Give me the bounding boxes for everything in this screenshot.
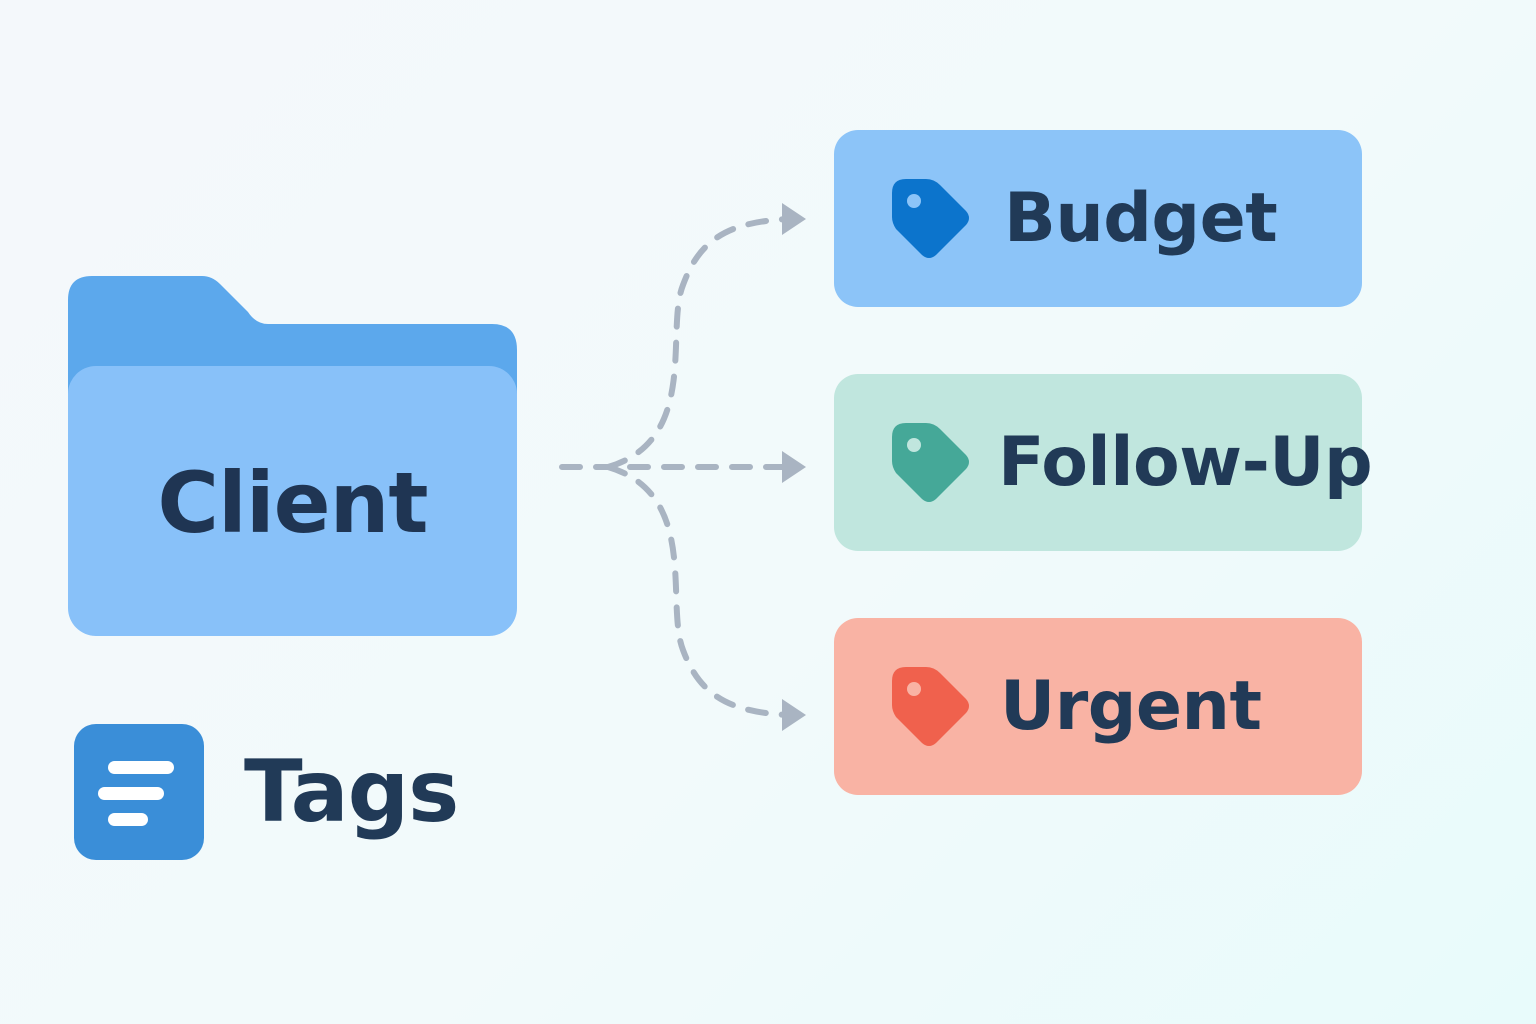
folder-label: Client bbox=[157, 454, 428, 552]
connector-line-down bbox=[605, 464, 791, 718]
arrowhead-urgent bbox=[782, 699, 806, 731]
client-folder[interactable]: Client bbox=[68, 276, 517, 636]
tag-icon bbox=[892, 667, 969, 746]
list-icon bbox=[74, 724, 204, 860]
legend-label: Tags bbox=[244, 742, 459, 842]
tag-icon bbox=[892, 423, 969, 502]
tag-label-budget: Budget bbox=[1004, 179, 1278, 258]
tag-follow-up[interactable]: Follow-Up bbox=[834, 374, 1373, 551]
folder-icon bbox=[68, 276, 517, 636]
arrowhead-follow-up bbox=[782, 451, 806, 483]
tag-label-follow-up: Follow-Up bbox=[998, 423, 1373, 502]
arrowhead-budget bbox=[782, 203, 806, 235]
legend: Tags bbox=[74, 724, 459, 860]
tag-label-urgent: Urgent bbox=[1000, 667, 1262, 746]
tag-budget[interactable]: Budget bbox=[834, 130, 1362, 307]
connector-line-up bbox=[605, 216, 791, 470]
tag-urgent[interactable]: Urgent bbox=[834, 618, 1362, 795]
tag-icon bbox=[892, 179, 969, 258]
